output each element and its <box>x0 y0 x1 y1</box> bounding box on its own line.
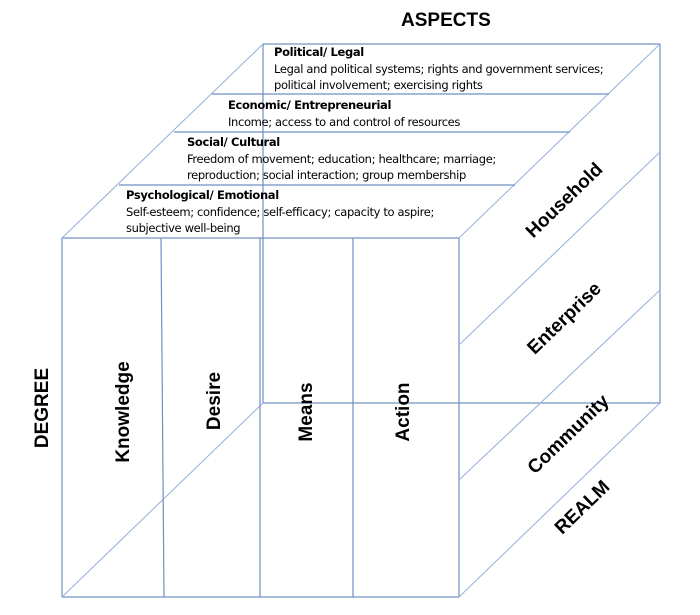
aspect-description-line: Legal and political systems; rights and … <box>274 61 604 76</box>
degree-action: Action <box>393 382 414 442</box>
aspect-description-line: reproduction; social interaction; group … <box>187 168 466 182</box>
aspect-psychological-emotional: Psychological/ Emotional Self-esteem; co… <box>126 187 434 237</box>
edge-bottom-right <box>458 402 661 598</box>
aspect-economic-entrepreneurial: Economic/ Entrepreneurial Income; access… <box>228 97 460 130</box>
aspect-description-line: subjective well-being <box>126 221 241 235</box>
aspect-description-line: Freedom of movement; education; healthca… <box>187 151 496 166</box>
degree-axis-title: DEGREE <box>32 367 53 449</box>
realm-divider-2 <box>458 289 661 481</box>
aspect-political-legal: Political/ Legal Legal and political sys… <box>274 44 604 94</box>
aspect-description-line: Self-esteem; confidence; self-efficacy; … <box>126 204 435 219</box>
aspects-axis-title: ASPECTS <box>401 10 491 31</box>
degree-divider-1 <box>160 237 165 598</box>
degree-knowledge: Knowledge <box>113 361 134 463</box>
aspect-title: Social/ Cultural <box>187 135 280 149</box>
edge-bottom-left <box>61 402 264 598</box>
degree-desire: Desire <box>204 371 225 431</box>
edge-top-left <box>61 43 264 239</box>
realm-divider-1 <box>458 151 661 346</box>
aspect-title: Political/ Legal <box>274 45 364 59</box>
aspect-description-line: Income; access to and control of resourc… <box>228 114 461 129</box>
cube-back-face <box>262 43 661 404</box>
aspect-description-line: political involvement; exercising rights <box>274 78 483 92</box>
aspect-title: Psychological/ Emotional <box>126 188 279 202</box>
aspect-social-cultural: Social/ Cultural Freedom of movement; ed… <box>187 134 496 184</box>
degree-means: Means <box>296 382 317 442</box>
aspect-title: Economic/ Entrepreneurial <box>228 98 392 112</box>
edge-top-right <box>458 43 661 239</box>
